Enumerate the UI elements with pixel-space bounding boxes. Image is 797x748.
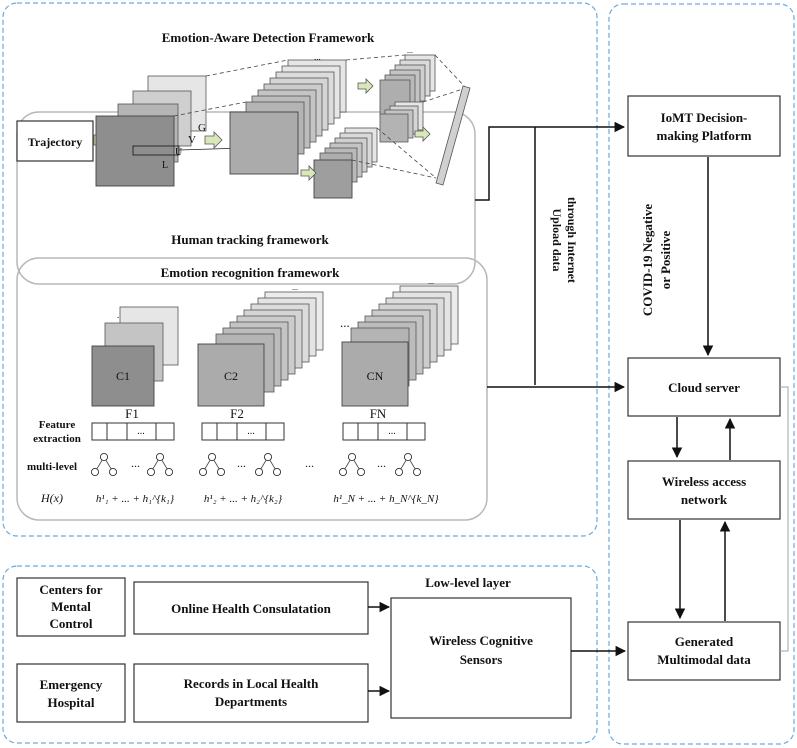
- mental-control-label: Mental: [51, 599, 91, 614]
- tree-dots: ...: [305, 456, 314, 470]
- tree-dots: ...: [131, 456, 140, 470]
- cnn-between-dots: ...: [340, 315, 350, 330]
- cloud-server-box: [627, 357, 781, 417]
- upload-label: Upload data: [550, 208, 564, 271]
- trajectory-label: Trajectory: [28, 135, 82, 149]
- top-region-border: [2, 2, 598, 537]
- multimodal-data-label: Generated: [675, 634, 734, 649]
- feature-vector-f1: [91, 422, 175, 441]
- covid-result-label: COVID-19 Negative: [640, 204, 655, 317]
- tracking-layer-stack-e: [379, 101, 424, 143]
- multimodal-data-label: Multimodal data: [657, 652, 751, 667]
- tree-dots: ...: [237, 456, 246, 470]
- iomt-platform-label: making Platform: [657, 128, 752, 143]
- bottom-region-border: [2, 565, 598, 744]
- hx-label: H(x): [40, 491, 63, 505]
- covid-result-label: or Positive: [658, 230, 673, 289]
- iomt-platform-label: IoMT Decision-: [661, 110, 748, 125]
- tree-icon: [198, 452, 226, 477]
- emergency-hospital-label: Emergency: [40, 677, 103, 692]
- upload-label: through Internet: [565, 197, 579, 283]
- mental-control-label: Control: [49, 616, 92, 631]
- emotion-recognition-title: Emotion recognition framework: [161, 265, 341, 280]
- feature-label-f1: F1: [125, 406, 139, 421]
- tree-icon: [90, 452, 118, 477]
- cognitive-sensors-label: Wireless Cognitive: [429, 633, 533, 648]
- tree-icon: [146, 452, 174, 477]
- expression-1: h¹₁ + ... + h₁^{k₁}: [96, 493, 175, 505]
- fully-connected-layer: [435, 85, 471, 186]
- layer-arrow-icon: [300, 165, 317, 181]
- expression-2: h¹₂ + ... + h₂^{k₂}: [204, 493, 283, 505]
- multimodal-to-cloud-feedback-line: [780, 386, 789, 652]
- axis-letter-l: L: [162, 160, 168, 171]
- emotion-recognition-frame: [16, 257, 488, 521]
- mental-control-box: [16, 577, 126, 637]
- online-consultation-box: [133, 581, 369, 635]
- tracking-layer-stack-d: [313, 127, 378, 199]
- cnn-label-cn: CN: [367, 369, 384, 383]
- cnn-block-c2: ...: [197, 283, 324, 407]
- stack-ellipsis: ...: [314, 52, 321, 62]
- tree-dots: ...: [377, 456, 386, 470]
- cnn-label-c1: C1: [116, 369, 130, 383]
- svg-text:.: .: [117, 310, 119, 320]
- expression-n: h¹_N + ... + h_N^{k_N}: [333, 493, 439, 505]
- feature-label-fn: FN: [370, 406, 387, 421]
- human-tracking-title: Human tracking framework: [171, 232, 329, 247]
- trajectory-box: [16, 120, 94, 162]
- svg-text:...: ...: [428, 277, 434, 286]
- feature-extraction-label: Feature: [39, 419, 76, 431]
- feature-vector-f2: [201, 422, 285, 441]
- cognitive-sensors-label: Sensors: [460, 652, 503, 667]
- emergency-hospital-box: [16, 663, 126, 723]
- multimodal-data-box: [627, 621, 781, 681]
- cloud-server-label: Cloud server: [668, 380, 740, 395]
- wireless-access-label: network: [681, 492, 728, 507]
- low-level-layer-title: Low-level layer: [425, 575, 511, 590]
- tree-icon: [254, 452, 282, 477]
- health-records-label: Departments: [215, 694, 287, 709]
- hierarchy-tree-icons: [90, 452, 422, 477]
- cnn-label-c2: C2: [224, 369, 238, 383]
- tracking-layer-stack-b: [229, 59, 347, 175]
- tree-icon: [394, 452, 422, 477]
- projection-dashed-lines: [173, 54, 467, 179]
- layer-arrow-icon: [414, 126, 431, 142]
- axis-letter-v: V: [188, 134, 196, 146]
- tracking-layer-stack-c: [379, 54, 436, 117]
- mental-control-label: Centers for: [39, 582, 102, 597]
- feature-label-f2: F2: [230, 406, 244, 421]
- online-consultation-label: Online Health Consulatation: [171, 601, 331, 616]
- wireless-access-label: Wireless access: [662, 474, 746, 489]
- cnn-block-cn: ...: [341, 277, 459, 407]
- health-records-box: [133, 663, 369, 723]
- feature-extraction-label: extraction: [33, 433, 81, 445]
- axis-letter-g: G: [198, 122, 206, 134]
- wireless-access-box: [627, 460, 781, 520]
- cnn-block-c1: .: [91, 306, 179, 407]
- layer-arrow-icon: [204, 131, 223, 149]
- feature-vector-dots: ...: [137, 426, 145, 437]
- health-records-label: Records in Local Health: [184, 676, 319, 691]
- emergency-hospital-label: Hospital: [48, 695, 95, 710]
- tracking-to-iomt-connector: [475, 121, 626, 201]
- feature-vector-fn: [342, 422, 426, 441]
- iomt-platform-box: [627, 95, 781, 157]
- layer-arrow-icon: [357, 78, 374, 94]
- feature-vector-dots: ...: [247, 426, 255, 437]
- tracking-layer-stack-a: [95, 75, 245, 187]
- cognitive-sensors-box: [390, 597, 572, 719]
- stack-ellipsis: ...: [407, 46, 413, 55]
- tree-icon: [338, 452, 366, 477]
- multilevel-label: multi-level: [27, 461, 77, 473]
- svg-text:...: ...: [292, 283, 298, 292]
- feature-vector-dots: ...: [388, 426, 396, 437]
- detection-framework-title: Emotion-Aware Detection Framework: [162, 30, 375, 45]
- axis-letter-u: U: [175, 147, 183, 158]
